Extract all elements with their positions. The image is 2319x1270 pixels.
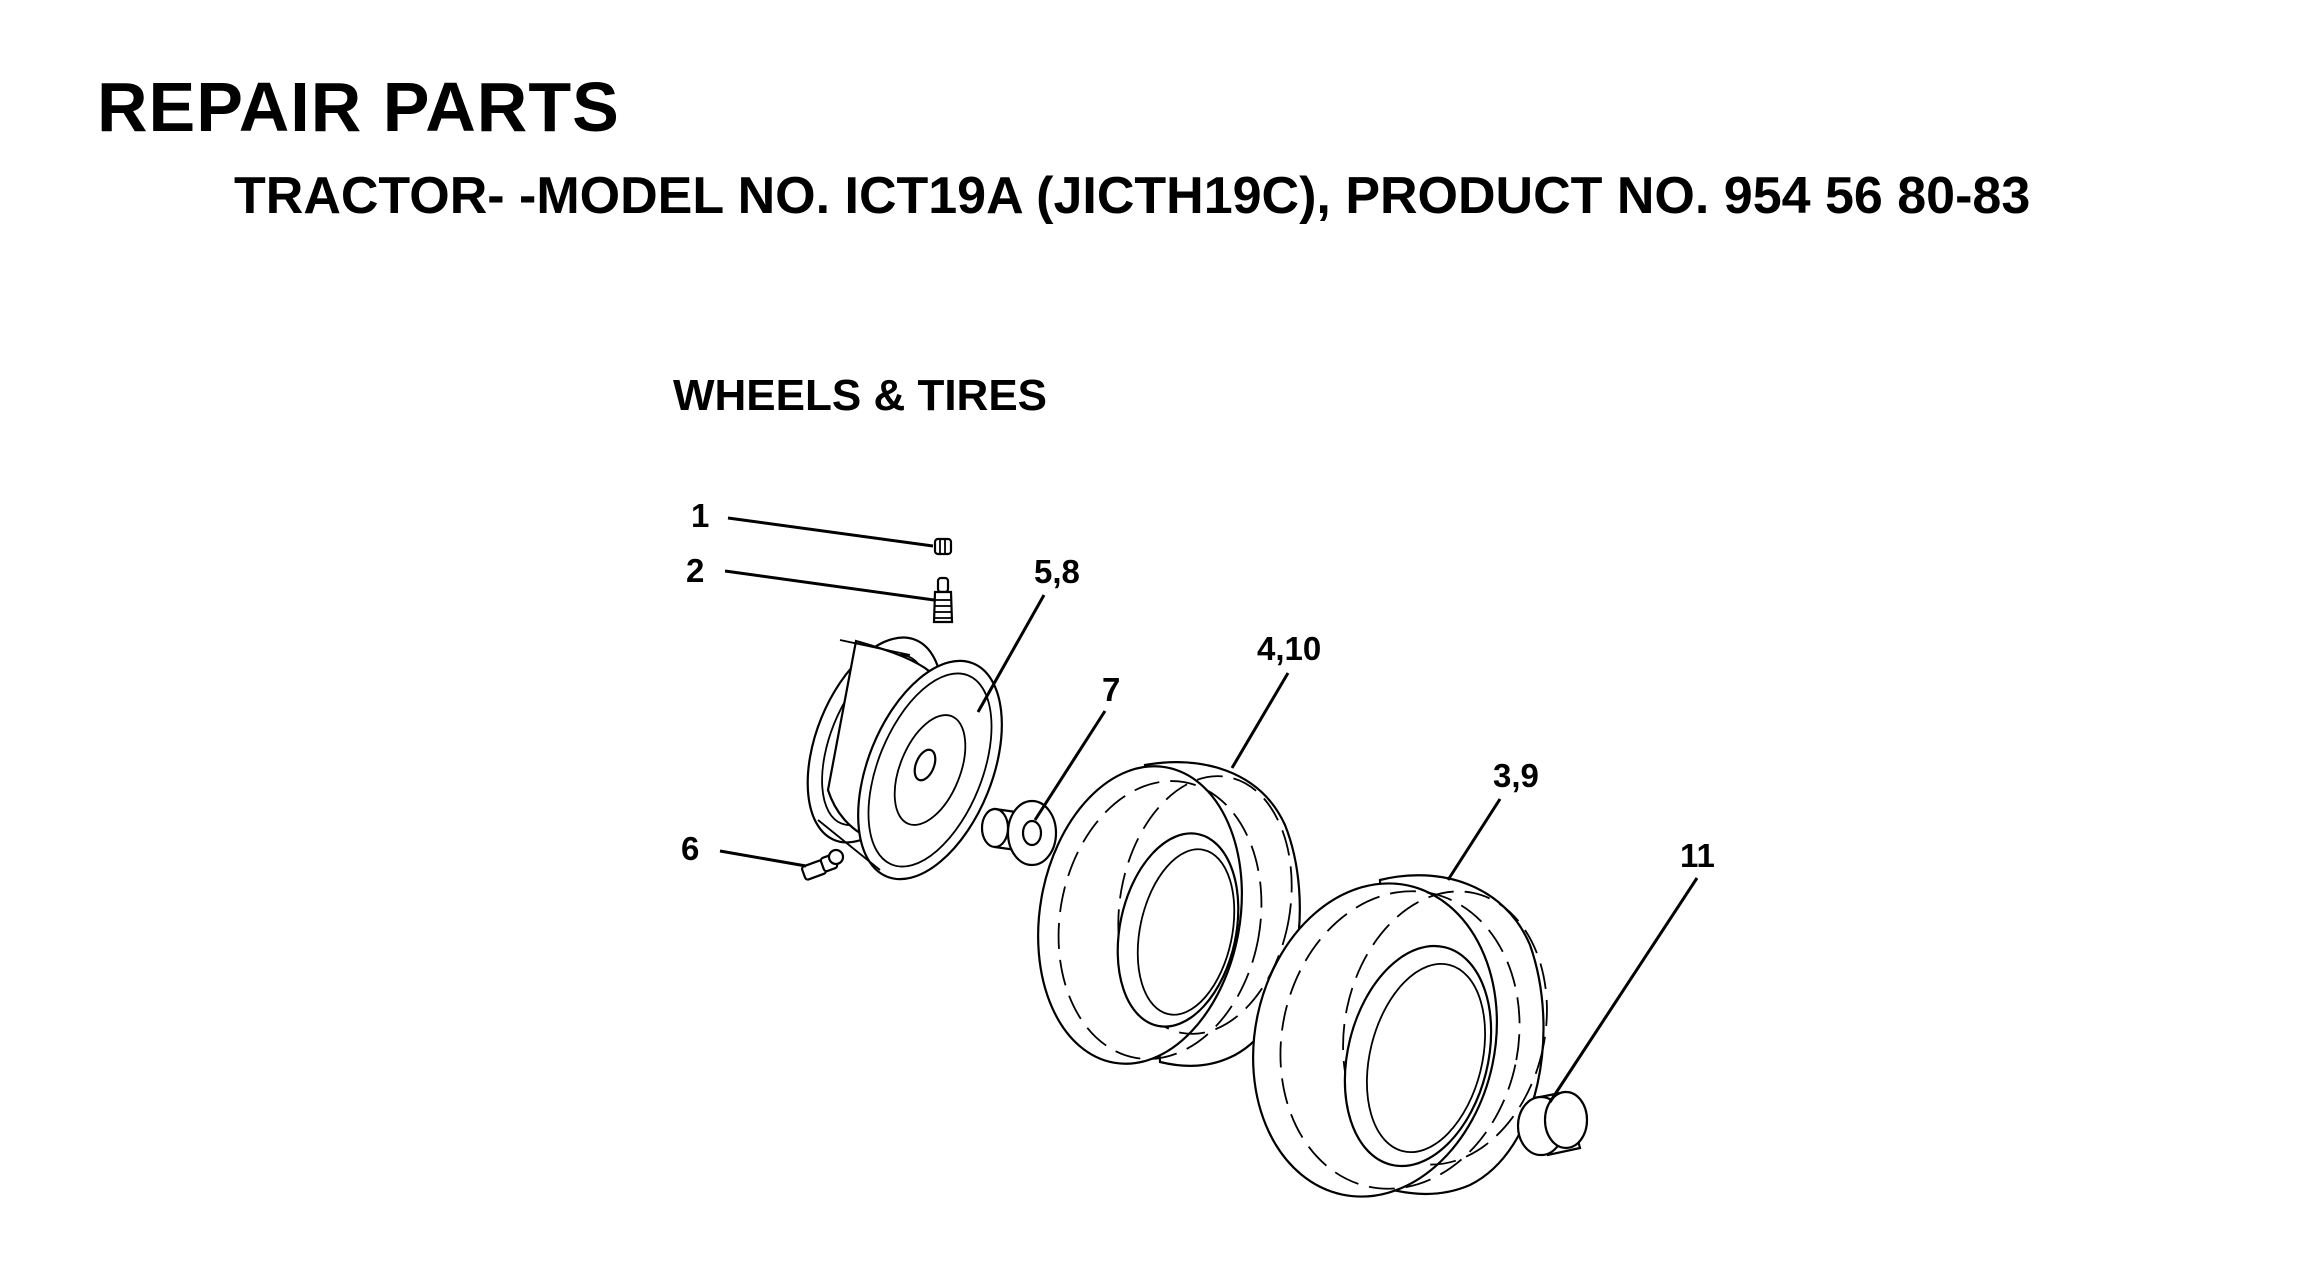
callout-6: 6 xyxy=(681,830,699,867)
leader-lines xyxy=(719,516,1699,1103)
section-title: WHEELS & TIRES xyxy=(673,371,1048,420)
part-hub-cap xyxy=(1516,1090,1589,1157)
page-title: REPAIR PARTS xyxy=(97,68,620,146)
callout-5-8: 5,8 xyxy=(1034,553,1080,590)
part-wheel-rim xyxy=(806,636,1003,881)
part-grease-fitting xyxy=(801,848,845,881)
callout-1: 1 xyxy=(691,497,709,534)
part-rear-tire xyxy=(1252,874,1548,1198)
part-valve-stem xyxy=(932,576,954,624)
part-bushing xyxy=(980,799,1058,867)
part-valve-cap xyxy=(933,537,953,556)
part-front-tire xyxy=(1037,761,1301,1067)
callout-4-10: 4,10 xyxy=(1257,630,1321,667)
callout-11: 11 xyxy=(1680,837,1715,874)
callout-7: 7 xyxy=(1102,671,1120,708)
callout-3-9: 3,9 xyxy=(1493,757,1539,794)
callout-2: 2 xyxy=(686,552,704,589)
model-subtitle: TRACTOR- -MODEL NO. ICT19A (JICTH19C), P… xyxy=(234,167,2031,225)
